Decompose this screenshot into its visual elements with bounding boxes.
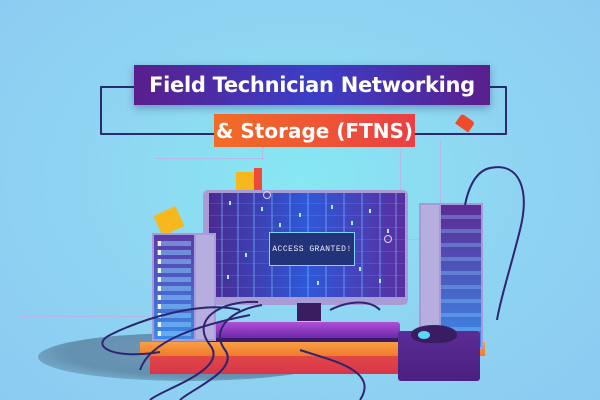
keyboard xyxy=(210,322,400,338)
title-line-1: Field Technician Networking xyxy=(149,73,475,97)
title-banner-primary: Field Technician Networking xyxy=(134,65,490,105)
access-message: ACCESS GRANTED! xyxy=(272,244,352,254)
circuit-line xyxy=(388,239,428,240)
title-line-2: & Storage (FTNS) xyxy=(215,118,414,143)
circuit-line xyxy=(440,140,441,205)
sticky-note-red xyxy=(254,168,262,190)
title-banner-secondary: & Storage (FTNS) xyxy=(214,114,415,147)
circuit-line xyxy=(400,150,401,210)
circuit-line xyxy=(155,158,265,159)
keyboard-base xyxy=(205,334,405,342)
monitor-stand xyxy=(297,303,321,321)
circuit-pin xyxy=(263,191,271,199)
circuit-line xyxy=(20,316,150,317)
access-granted-dialog: ACCESS GRANTED! xyxy=(269,232,355,266)
server-tower-right xyxy=(419,203,483,349)
mouse-light xyxy=(418,331,430,339)
circuit-pin xyxy=(384,235,392,243)
circuit-line xyxy=(262,148,263,160)
sticky-note-yellow xyxy=(236,172,258,190)
